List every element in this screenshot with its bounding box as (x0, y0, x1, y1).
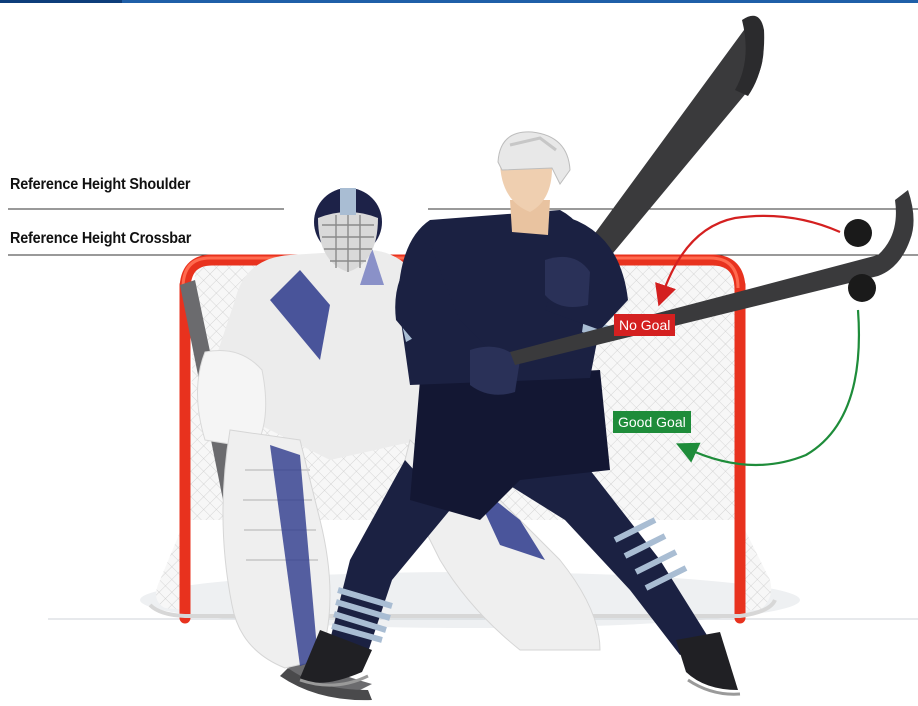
top-accent-bar (0, 0, 918, 3)
puck-top (844, 219, 872, 247)
shoulder-reference-label: Reference Height Shoulder (10, 176, 190, 194)
puck-bottom (848, 274, 876, 302)
good-goal-label: Good Goal (613, 411, 691, 433)
no-goal-label: No Goal (614, 314, 675, 336)
crossbar-reference-label: Reference Height Crossbar (10, 230, 191, 248)
